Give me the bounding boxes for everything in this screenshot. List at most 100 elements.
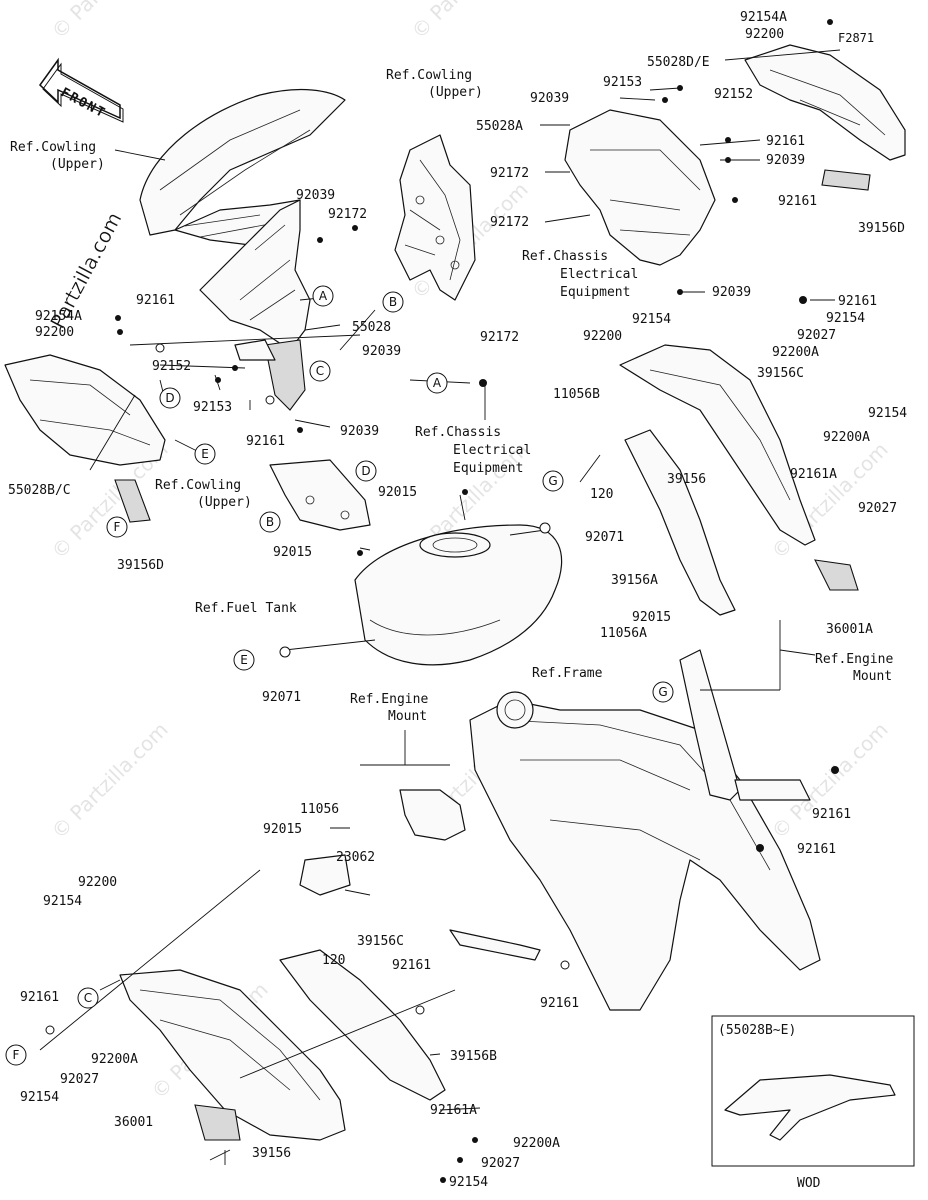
ref-letter-g: G [548,474,557,488]
callout-11056B: 11056B [553,387,600,402]
callout-92154: 92154 [449,1175,488,1190]
upper-cowling-right [564,44,906,266]
callout-92200A: 92200A [772,345,819,360]
callout-92200A: 92200A [91,1052,138,1067]
ref-letter-d: D [165,391,174,405]
callout-92153: 92153 [193,400,232,415]
upper-bracket [394,134,476,301]
callout-120: 120 [590,487,613,502]
ref-letter-g: G [658,685,667,699]
callout-92200A: 92200A [513,1136,560,1151]
callout-92039: 92039 [362,344,401,359]
callout-92172: 92172 [490,215,529,230]
inner-panel-39156B [279,949,446,1101]
ref-frame: Ref.Frame [532,666,603,681]
callout-92015: 92015 [273,545,312,560]
ref-letter-e: E [201,447,209,461]
callout-92015: 92015 [632,610,671,625]
watermark: © Partzilla.com [47,717,173,843]
bracket-11056 [399,789,466,841]
ref-letters: A B C D E F A D B E G G C F [5,285,674,1066]
callout-11056: 11056 [300,802,339,817]
ref-letter-c: C [84,991,92,1005]
side-panel-left-lower [119,969,346,1141]
callout-92039: 92039 [712,285,751,300]
side-panel-right-upper [619,344,859,616]
ref-letter-a: A [319,289,328,303]
callout-92027: 92027 [60,1072,99,1087]
callout-92154: 92154 [632,312,671,327]
callout-39156C: 39156C [357,934,404,949]
upper-cowling-left [139,88,346,246]
callout-92172: 92172 [490,166,529,181]
callout-92027: 92027 [858,501,897,516]
callout-92172: 92172 [328,207,367,222]
callout-92153: 92153 [603,75,642,90]
ref-cowling-upper-left: Ref.Cowling(Upper) [10,140,105,172]
middle-cowl-left [4,354,166,523]
callout-92015: 92015 [263,822,302,837]
callout-39156D: 39156D [858,221,905,236]
frame [449,649,821,1011]
ref-fuel-tank: Ref.Fuel Tank [195,601,297,616]
callout-92154A: 92154A [740,10,787,25]
ref-cowling-upper-mid: Ref.Cowling(Upper) [155,478,252,510]
callout-92161: 92161 [812,807,851,822]
callout-92154: 92154 [20,1090,59,1105]
callout-92161: 92161 [246,434,285,449]
callout-39156A: 39156A [611,573,658,588]
ref-notes: Ref.Cowling(Upper) Ref.Cowling(Upper) Re… [10,31,893,1191]
callout-92154: 92154 [826,311,865,326]
callout-55028A: 55028A [476,119,523,134]
callout-92172: 92172 [480,330,519,345]
ref-letter-a: A [433,376,442,390]
ref-cowling-upper-top: Ref.Cowling(Upper) [386,68,483,100]
wod-caption: WOD [797,1176,821,1191]
wod-box-title: (55028B~E) [718,1023,796,1038]
callout-92154: 92154 [868,406,907,421]
ref-letter-e: E [240,653,248,667]
callout-92039: 92039 [530,91,569,106]
front-arrow-icon: FRONT [39,57,124,123]
callout-92161A: 92161A [430,1103,477,1118]
ref-letter-b: B [389,295,397,309]
callout-39156: 39156 [252,1146,291,1161]
callout-55028: 55028 [352,320,391,335]
callout-92200A: 92200A [823,430,870,445]
leader-lines [39,49,841,1165]
callout-92039: 92039 [766,153,805,168]
ref-letter-c: C [316,364,324,378]
ref-letter-f: F [13,1048,20,1062]
ref-letter-d: D [361,464,370,478]
callout-92152: 92152 [152,359,191,374]
callout-92200: 92200 [78,875,117,890]
callout-92039: 92039 [296,188,335,203]
callout-92161: 92161 [797,842,836,857]
callout-92027: 92027 [481,1156,520,1171]
callout-11056A: 11056A [600,626,647,641]
callout-39156C: 39156C [757,366,804,381]
callout-92161A: 92161A [790,467,837,482]
fuel-tank [354,524,563,666]
callout-92200: 92200 [745,27,784,42]
callout-92161: 92161 [136,293,175,308]
callout-120: 120 [322,953,345,968]
callout-55028DE: 55028D/E [647,55,710,70]
wod-detail-box [711,1015,915,1167]
callout-92154: 92154 [43,894,82,909]
fasteners [45,19,839,1183]
callout-92027: 92027 [797,328,836,343]
callout-36001A: 36001A [826,622,873,637]
ref-letter-f: F [114,520,121,534]
callout-92071: 92071 [585,530,624,545]
callout-39156B: 39156B [450,1049,497,1064]
callout-92161: 92161 [778,194,817,209]
callout-92015: 92015 [378,485,417,500]
callout-55028BC: 55028B/C [8,483,71,498]
inner-panel-55028 [199,199,311,411]
part-callouts: 92154A 92200 55028D/E 92153 92039 92152 … [8,10,907,1190]
